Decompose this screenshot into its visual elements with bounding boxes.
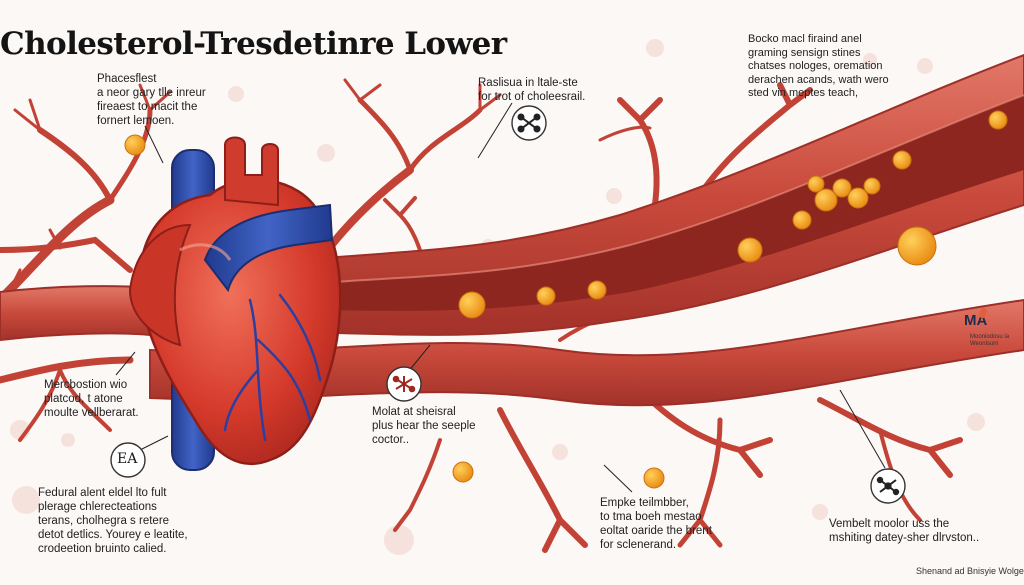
molecule-badge-center xyxy=(386,366,422,402)
molecule-icon xyxy=(517,113,541,133)
annotation-mid-center: Molat at sheisral plus hear the seeple c… xyxy=(372,406,476,446)
molecule-icon xyxy=(392,375,416,393)
ea-badge-label: EA xyxy=(117,451,138,467)
lower-artery xyxy=(149,298,1024,407)
annotation-bottom-right: Vembelt moolor uss the mshiting datey-sh… xyxy=(829,518,980,544)
footer-credit: Shenand ad Bnisyie Wolger O xyxy=(916,566,1024,576)
annotation-top-left: Phacesflest a neor gary tlle inreur fire… xyxy=(97,73,206,127)
artery-branches xyxy=(0,78,963,553)
annotation-bottom-left: Fedural alent eldel lto fult plerage chl… xyxy=(38,487,188,555)
annotation-top-center: Raslisua in ltale-ste for trot of cholee… xyxy=(478,77,586,103)
logo-subtitle: Mooniodosu ia Weonlsuni xyxy=(970,334,1010,347)
molecule-badge-right xyxy=(870,468,906,504)
annotation-mid-left: Mercbostion wio platcod, t atone moulte … xyxy=(44,379,139,419)
plaque-particles xyxy=(124,110,1008,489)
annotation-top-right: Bocko macl firaind anel graming sensign … xyxy=(748,33,889,99)
artery-lumen xyxy=(320,95,1024,311)
annotation-bottom-center: Empke teilmbber, to tma boeh mestao eolt… xyxy=(600,497,712,551)
left-artery xyxy=(0,285,151,342)
leader-lines xyxy=(115,102,886,493)
page-title: Cholesterol-Tresdetinre Lower xyxy=(0,26,507,62)
brand-logo: MA Mooniodosu ia Weonlsuni xyxy=(964,304,1020,352)
ea-badge xyxy=(110,442,146,478)
molecule-badge-top xyxy=(511,105,547,141)
main-artery xyxy=(299,53,1024,336)
heart xyxy=(128,136,342,465)
molecule-icon xyxy=(876,476,900,496)
